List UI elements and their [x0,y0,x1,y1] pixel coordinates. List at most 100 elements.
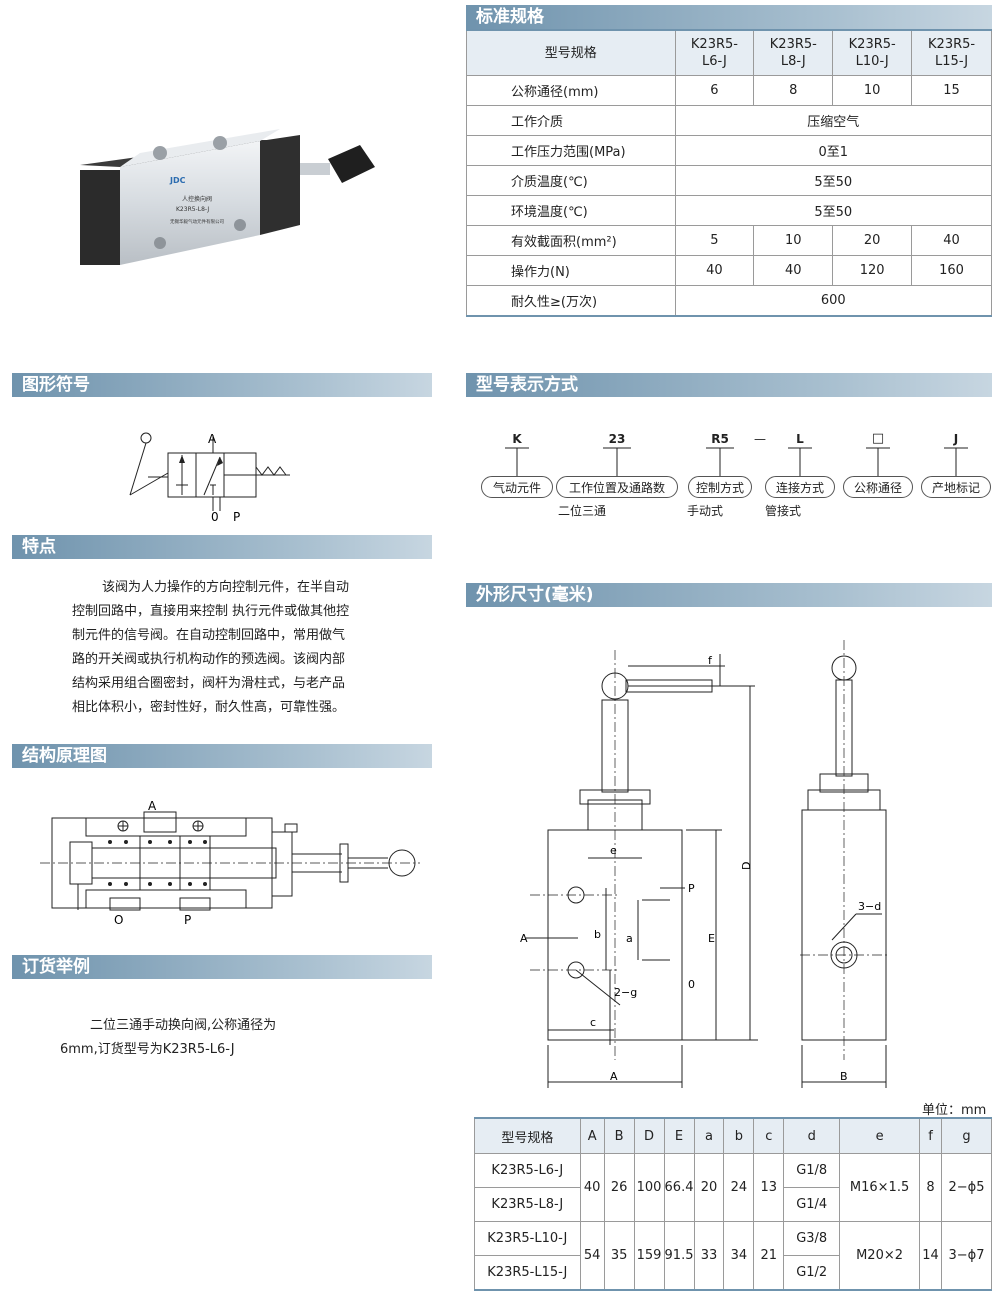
spec-header-cell: K23R5- L8-J [753,29,834,76]
spec-row-label: 有效截面积(mm²) [466,225,676,256]
features-line: 制元件的信号阀。在自动控制回路中，常用做气 [72,628,346,643]
code-j: J [953,432,959,446]
dim-cell: 40 [579,1153,605,1222]
product-maker-text: 无锡华毅气动元件有限公司 [170,218,224,225]
dim-header-cell: A [579,1117,605,1154]
dim-cell: G3/8 [783,1221,841,1256]
dim-cell: 100 [633,1153,665,1222]
spec-row: 操作力(N) 40 40 120 160 [466,255,992,286]
spec-row-label: 工作压力范围(MPa) [466,135,676,166]
dim-label-a-port: A [520,932,528,945]
dimension-drawing: f D e P A b a E 0 2−g c 3−d A B [520,640,890,1088]
spec-row: 介质温度(℃) 5至50 [466,165,992,196]
spec-row: 公称通径(mm) 6 8 10 15 [466,75,992,106]
dim-cell: 26 [603,1153,635,1222]
dim-header-cell: b [723,1117,755,1154]
spec-cell: 15 [911,75,992,106]
spec-row-label: 耐久性≥(万次) [466,285,676,317]
section-title-dimensions: 外形尺寸(毫米) [466,583,992,607]
code-l: L [796,432,804,446]
dim-table-row: K23R5-L15-J G1/2 [474,1255,992,1291]
section-title-model-code: 型号表示方式 [466,373,992,397]
dim-cell: 33 [693,1221,725,1291]
code-box: □ [871,431,885,446]
dim-label-a-width: A [610,1070,618,1083]
spec-row-label: 环境温度(℃) [466,195,676,226]
spec-header-cell: 型号规格 [466,29,676,76]
spec-header-cell: K23R5- L6-J [674,29,755,76]
dim-cell: 8 [919,1153,942,1222]
dim-label-b: b [594,928,601,941]
dim-header-cell: B [603,1117,635,1154]
code-23: 23 [608,432,626,446]
structure-port-p: P [184,913,191,927]
spec-row-label: 介质温度(℃) [466,165,676,196]
spec-row-label: 工作介质 [466,105,676,136]
section-title-ordering: 订货举例 [12,955,432,979]
spec-cell: 5 [674,225,755,256]
features-line: 结构采用组合圈密封，阀杆为滑柱式，与老产品 [72,676,346,691]
dim-cell: 24 [723,1153,755,1222]
dim-model-cell: K23R5-L10-J [474,1221,581,1256]
spec-cell-merged: 600 [674,285,992,317]
spec-row-label: 操作力(N) [466,255,676,286]
dim-cell: 13 [753,1153,785,1222]
spec-table-header: 型号规格 K23R5- L6-J K23R5- L8-J K23R5- L10-… [466,29,992,76]
code-sub-label: 管接式 [765,504,802,518]
features-line: 控制回路中，直接用来控制 执行元件或做其他控 [72,604,350,619]
dim-label-g: 2−g [614,986,637,999]
dim-label-e-height: E [708,932,715,945]
dim-cell: 35 [603,1221,635,1291]
code-name-pill: 连接方式 [765,476,835,498]
dim-header-cell: d [783,1117,841,1154]
spec-cell: 40 [911,225,992,256]
dim-header-cell: f [919,1117,942,1154]
dim-cell: 20 [693,1153,725,1222]
pneumatic-symbol-diagram: A 0 P [129,432,290,524]
product-model-text: K23R5-L8-J [176,206,209,213]
product-photo: JDC 人控换向阀 K23R5-L8-J 无锡华毅气动元件有限公司 [80,129,375,265]
spec-cell: 20 [832,225,913,256]
spec-row-label: 公称通径(mm) [466,75,676,106]
dim-cell: 21 [753,1221,785,1291]
spec-cell: 6 [674,75,755,106]
dimension-table: 型号规格 A B D E a b c d e f g K23R5-L6-J 40… [474,1117,993,1291]
dim-header-cell: E [663,1117,695,1154]
spec-row: 耐久性≥(万次) 600 [466,285,992,317]
code-name-pill: 工作位置及通路数 [556,476,678,498]
dim-header-cell: e [839,1117,920,1154]
code-name-pill: 产地标记 [921,476,991,498]
dim-cell: 2−ϕ5 [940,1153,993,1222]
dim-label-a-small: a [626,932,633,945]
dim-cell: 14 [919,1221,942,1291]
unit-note: 单位：mm [922,1103,987,1118]
ordering-line: 二位三通手动换向阀,公称通径为 [90,1018,277,1033]
dim-header-cell: D [633,1117,665,1154]
spec-cell: 10 [832,75,913,106]
spec-cell-merged: 0至1 [674,135,992,166]
dim-header-cell: a [693,1117,725,1154]
dim-cell: G1/4 [783,1187,841,1222]
product-brand-text: JDC [169,176,186,185]
structure-port-o: O [114,913,123,927]
dim-label-o-port: 0 [688,978,695,991]
symbol-port-p: P [233,510,240,524]
spec-cell: 40 [753,255,834,286]
dim-label-d-holes: 3−d [858,900,881,913]
spec-cell: 160 [911,255,992,286]
dim-header-cell: 型号规格 [474,1117,581,1154]
dim-table-header: 型号规格 A B D E a b c d e f g [474,1117,993,1154]
ordering-paragraph: 二位三通手动换向阀,公称通径为 6mm,订货型号为K23R5-L6-J [60,1014,420,1062]
dim-label-p-port: P [688,882,695,895]
spec-row: 工作压力范围(MPa) 0至1 [466,135,992,166]
spec-row: 有效截面积(mm²) 5 10 20 40 [466,225,992,256]
spec-cell: 40 [674,255,755,286]
dim-cell: M16×1.5 [839,1153,920,1222]
code-name-pill: 气动元件 [481,476,553,498]
symbol-port-a: A [208,432,217,446]
dim-cell: 159 [633,1221,665,1291]
dim-label-e-thread: e [610,844,617,857]
dim-label-d-height: D [740,862,753,870]
section-title-symbol: 图形符号 [12,373,432,397]
dim-header-cell: g [940,1117,993,1154]
